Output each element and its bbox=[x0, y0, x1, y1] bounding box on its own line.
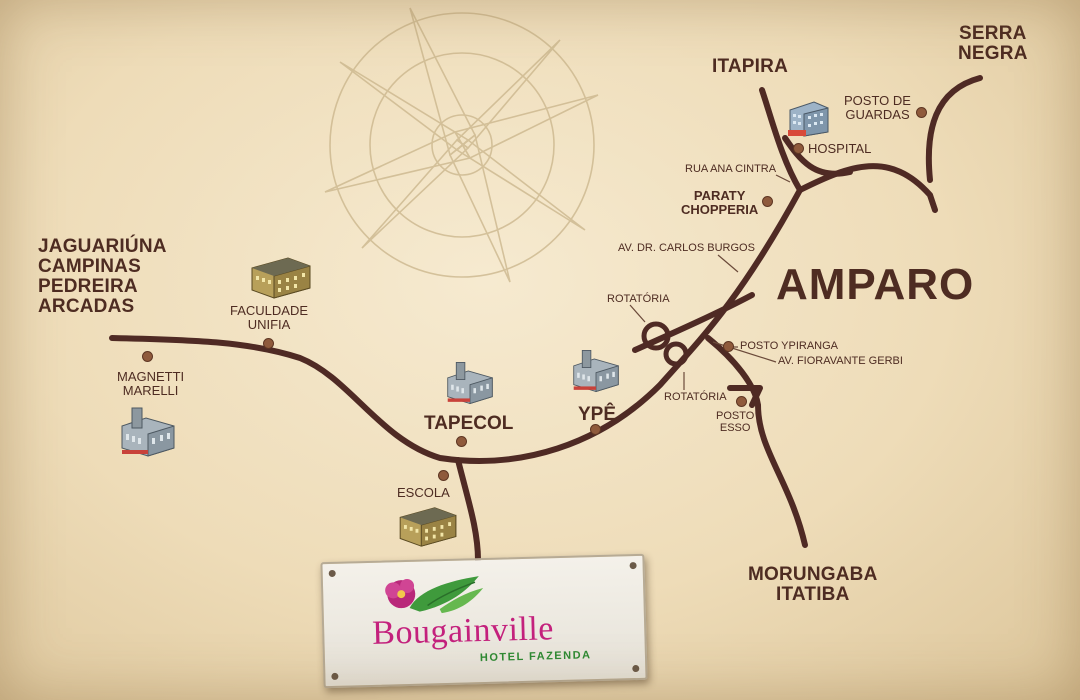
poi-dot-posto-guardas bbox=[916, 107, 927, 118]
road-serra-negra-north bbox=[925, 75, 983, 183]
label-faculdade: FACULDADE UNIFIA bbox=[230, 303, 309, 332]
city-serra-negra: SERRA NEGRA bbox=[958, 23, 1028, 64]
label-posto-ypiranga: POSTO YPIRANGA bbox=[740, 340, 839, 352]
label-av-fioravante: AV. FIORAVANTE GERBI bbox=[778, 355, 903, 367]
factory-building-icon bbox=[572, 348, 620, 394]
label-ype: YPÊ bbox=[578, 404, 617, 425]
poi-dot-escola bbox=[438, 470, 449, 481]
bougainville-flower-logo-icon bbox=[385, 576, 484, 614]
hotel-sign: Bougainville HOTEL FAZENDA bbox=[320, 553, 648, 689]
city-itapira: ITAPIRA bbox=[712, 56, 788, 77]
poi-dot-magnetti bbox=[142, 351, 153, 362]
poi-dot-posto-esso bbox=[736, 396, 747, 407]
brand-name: Bougainville bbox=[371, 610, 555, 652]
university-building-icon bbox=[250, 252, 312, 302]
poi-dot-ype bbox=[590, 424, 601, 435]
hospital-building-icon bbox=[786, 96, 832, 138]
school-building-icon bbox=[398, 502, 458, 550]
road-escola bbox=[455, 457, 481, 563]
label-posto-guardas: POSTO DE GUARDAS bbox=[844, 93, 911, 122]
factory-building-icon bbox=[120, 406, 176, 458]
city-list-south: MORUNGABA ITATIBA bbox=[748, 564, 878, 605]
poi-dot-tapecol bbox=[456, 436, 467, 447]
city-list-west: JAGUARIÚNA CAMPINAS PEDREIRA ARCADAS bbox=[38, 236, 167, 317]
label-hospital: HOSPITAL bbox=[808, 141, 872, 156]
road-posto-spur bbox=[727, 385, 763, 408]
poi-dot-faculdade bbox=[263, 338, 274, 349]
poi-dot-posto-ypiranga bbox=[723, 341, 734, 352]
label-rotatoria-1: ROTATÓRIA bbox=[607, 293, 670, 305]
label-paraty: PARATY CHOPPERIA bbox=[681, 188, 759, 217]
poi-dot-paraty bbox=[762, 196, 773, 207]
road-to-serra-negra bbox=[797, 163, 938, 213]
rotatoria-1 bbox=[641, 321, 671, 351]
label-tapecol: TAPECOL bbox=[424, 413, 514, 434]
label-av-carlos-burgos: AV. DR. CARLOS BURGOS bbox=[618, 242, 755, 254]
label-rotatoria-2: ROTATÓRIA bbox=[664, 391, 727, 403]
label-magnetti: MAGNETTI MARELLI bbox=[117, 369, 185, 398]
nail-icon bbox=[331, 672, 339, 681]
label-escola: ESCOLA bbox=[397, 485, 450, 500]
city-amparo: AMPARO bbox=[776, 260, 975, 309]
rotatoria-2 bbox=[663, 341, 689, 367]
brand-subtitle: HOTEL FAZENDA bbox=[479, 649, 592, 665]
road-south bbox=[705, 335, 808, 548]
nail-icon bbox=[629, 561, 637, 570]
label-rua-ana-cintra: RUA ANA CINTRA bbox=[685, 163, 777, 175]
road-rua-ana-cintra bbox=[782, 135, 853, 177]
road-itapira bbox=[759, 87, 803, 193]
road-west-highway bbox=[109, 187, 803, 464]
poi-dot-hospital bbox=[793, 143, 804, 154]
nail-icon bbox=[328, 569, 336, 578]
label-posto-esso: POSTO ESSO bbox=[716, 410, 755, 434]
nail-icon bbox=[632, 664, 640, 673]
factory-building-icon bbox=[446, 360, 494, 406]
